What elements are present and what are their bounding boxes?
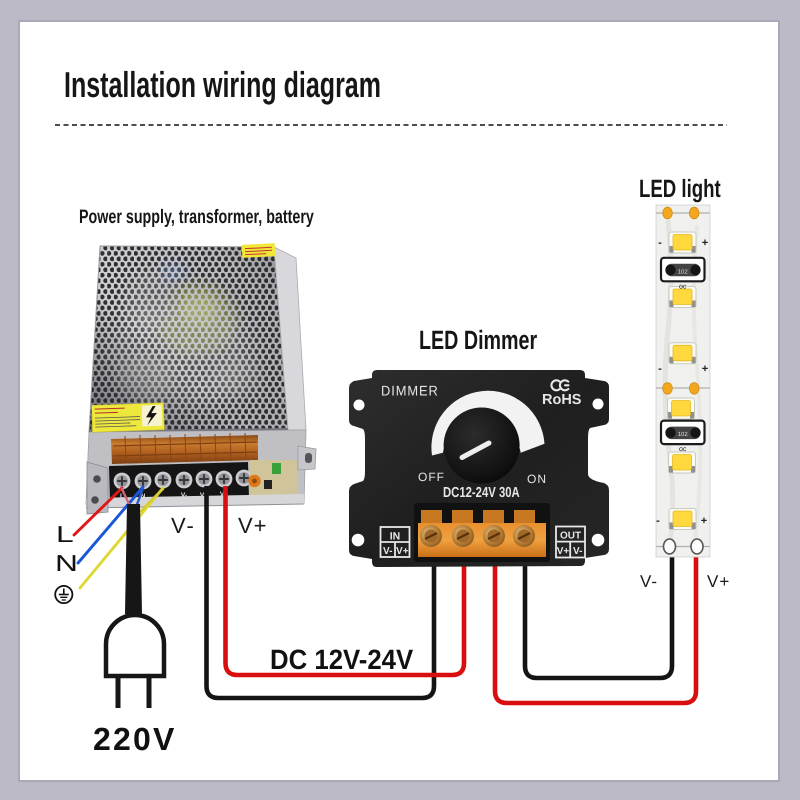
- svg-text:IN: IN: [390, 531, 401, 543]
- svg-text:oc: oc: [679, 283, 687, 290]
- svg-text:-: -: [658, 363, 662, 375]
- svg-text:+: +: [702, 363, 708, 375]
- svg-text:V-: V-: [171, 513, 196, 538]
- svg-text:LED light: LED light: [639, 175, 721, 203]
- svg-text:N: N: [141, 493, 146, 500]
- svg-text:L: L: [56, 521, 74, 547]
- svg-text:-: -: [656, 515, 660, 527]
- svg-text:V-: V-: [640, 572, 658, 591]
- svg-text:V-: V-: [181, 492, 187, 499]
- svg-text:V+: V+: [200, 492, 208, 499]
- svg-text:N: N: [55, 550, 78, 576]
- svg-text:V+: V+: [557, 546, 570, 557]
- svg-text:220V: 220V: [93, 721, 177, 757]
- svg-text:V-: V-: [383, 546, 392, 557]
- svg-text:oc: oc: [679, 446, 687, 453]
- svg-text:L: L: [120, 493, 124, 500]
- svg-text:-: -: [658, 237, 662, 249]
- svg-text:+: +: [702, 237, 708, 249]
- svg-text:DC12-24V 30A: DC12-24V 30A: [443, 485, 520, 501]
- svg-text:+: +: [701, 515, 707, 527]
- svg-text:Power supply, transformer, bat: Power supply, transformer, battery: [79, 206, 314, 228]
- svg-text:V-: V-: [573, 546, 582, 557]
- svg-text:V+: V+: [396, 546, 409, 557]
- svg-text:LED Dimmer: LED Dimmer: [419, 325, 537, 355]
- svg-text:OUT: OUT: [560, 531, 581, 542]
- svg-text:DIMMER: DIMMER: [381, 383, 439, 399]
- svg-text:OFF: OFF: [418, 470, 445, 484]
- svg-text:Installation wiring diagram: Installation wiring diagram: [64, 64, 381, 105]
- svg-text:RoHS: RoHS: [542, 392, 582, 408]
- svg-text:ON: ON: [527, 472, 547, 486]
- svg-text:V+: V+: [707, 572, 730, 591]
- svg-text:V+: V+: [238, 513, 268, 538]
- svg-text:DC 12V-24V: DC 12V-24V: [270, 644, 413, 675]
- svg-text:102: 102: [678, 268, 689, 275]
- svg-text:102: 102: [678, 431, 689, 438]
